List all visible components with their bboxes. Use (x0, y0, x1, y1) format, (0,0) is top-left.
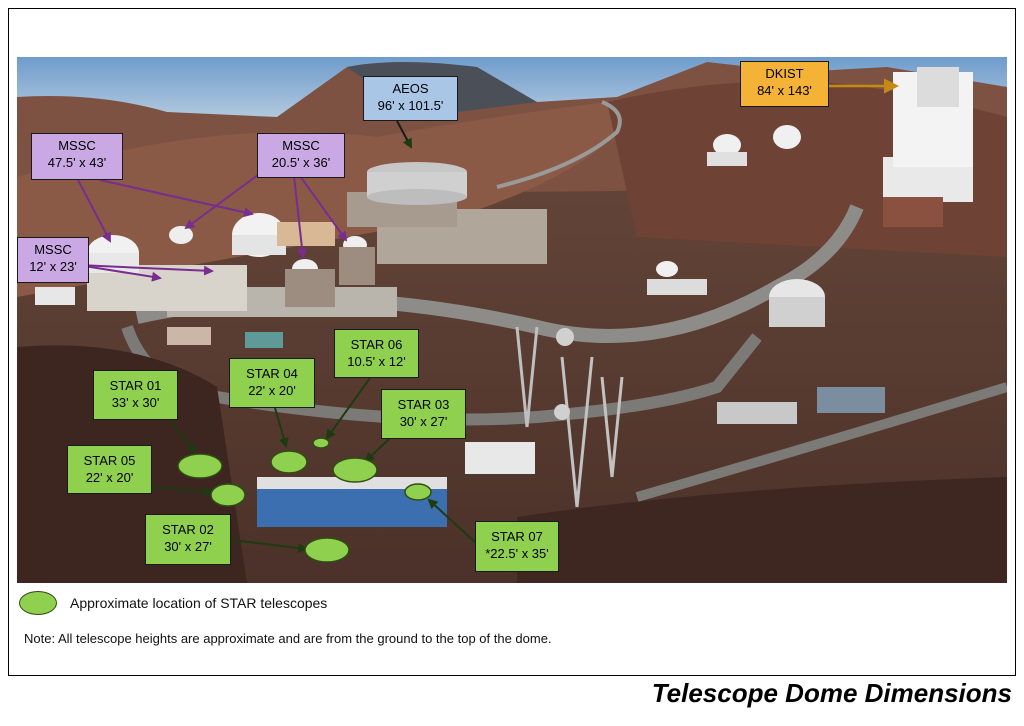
label-dkist-dims: 84' x 143' (757, 83, 812, 98)
label-star-02-dims: 30' x 27' (164, 539, 212, 554)
label-star-03-dims: 30' x 27' (399, 414, 448, 429)
label-star-01: STAR 01 33' x 30' (93, 370, 178, 420)
label-mssc-2-dims: 20.5' x 36' (271, 155, 331, 170)
label-star-06: STAR 06 10.5' x 12' (334, 329, 419, 378)
label-aeos-dims: 96' x 101.5' (377, 98, 444, 113)
label-star-06-dims: 10.5' x 12' (347, 354, 406, 369)
label-star-06-name: STAR 06 (350, 337, 403, 352)
label-star-07-name: STAR 07 (491, 529, 543, 544)
label-aeos-name: AEOS (392, 81, 429, 96)
label-star-07-dims: *22.5' x 35' (485, 546, 549, 561)
label-star-02-name: STAR 02 (162, 522, 214, 537)
figure-title: Telescope Dome Dimensions (651, 678, 1012, 708)
label-mssc-3: MSSC 12' x 23' (17, 237, 89, 283)
note-text: Note: All telescope heights are approxim… (24, 631, 552, 646)
label-mssc-3-name: MSSC (34, 242, 72, 257)
legend-star-ellipse-icon (19, 591, 57, 615)
label-dkist-name: DKIST (765, 66, 804, 81)
label-star-03-name: STAR 03 (397, 397, 450, 412)
label-mssc-3-dims: 12' x 23' (29, 259, 77, 274)
label-mssc-2-name: MSSC (282, 138, 320, 153)
label-star-04: STAR 04 22' x 20' (229, 358, 315, 408)
aerial-photo-illustration (17, 57, 1007, 583)
label-dkist: DKIST 84' x 143' (740, 61, 829, 107)
label-star-05-dims: 22' x 20' (85, 470, 134, 485)
label-aeos: AEOS 96' x 101.5' (363, 76, 458, 121)
label-mssc-2: MSSC 20.5' x 36' (257, 133, 345, 178)
label-star-04-name: STAR 04 (246, 366, 298, 381)
legend-text: Approximate location of STAR telescopes (70, 595, 328, 611)
label-star-05: STAR 05 22' x 20' (67, 445, 152, 494)
label-star-03: STAR 03 30' x 27' (381, 389, 466, 439)
label-mssc-1-dims: 47.5' x 43' (47, 155, 107, 170)
label-star-01-dims: 33' x 30' (111, 395, 160, 410)
label-star-04-dims: 22' x 20' (248, 383, 296, 398)
label-star-02: STAR 02 30' x 27' (145, 514, 231, 565)
aerial-photo (17, 57, 1007, 583)
label-mssc-1: MSSC 47.5' x 43' (31, 133, 123, 180)
label-star-07: STAR 07 *22.5' x 35' (475, 521, 559, 572)
label-mssc-1-name: MSSC (58, 138, 96, 153)
label-star-01-name: STAR 01 (109, 378, 162, 393)
label-star-05-name: STAR 05 (83, 453, 136, 468)
